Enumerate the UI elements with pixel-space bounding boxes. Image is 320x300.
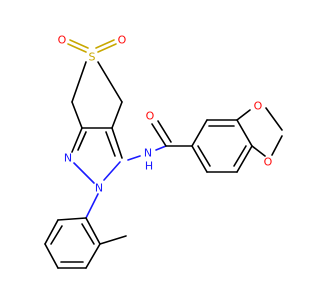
bond-aryl-5: [85, 243, 101, 269]
bond-bz-4: [236, 145, 253, 173]
atom-sulfur: S: [89, 51, 96, 64]
bond-ch2-c6a: [111, 101, 123, 129]
bond-c3a-n2: [71, 127, 83, 153]
bond-bz-6-double: [197, 145, 211, 167]
bond-n1-aryl: [85, 193, 99, 219]
bond-aryl-2: [44, 219, 59, 245]
svg-text:O: O: [254, 100, 263, 113]
molecule-diagram: S O O N N N H O O O: [44, 34, 283, 269]
bond-s-o-right-b: [95, 39, 115, 49]
atom-amide-nitrogen: N H: [144, 147, 153, 173]
bond-ch2-c3a: [71, 101, 83, 129]
atom-sulfone-oxygen-right: O: [118, 34, 127, 47]
bond-o-ch2-bottom: [271, 135, 283, 156]
bond-o-ch2-top: [265, 107, 283, 131]
atom-sulfone-oxygen-left: O: [58, 34, 67, 47]
bond-c3a-n2-double: [77, 131, 87, 151]
bond-aryl-1: [57, 217, 87, 221]
bond-ch2-left-s: [71, 61, 87, 103]
svg-text:H: H: [145, 160, 153, 173]
bond-c6a-c3-double: [105, 131, 116, 157]
svg-text:O: O: [58, 34, 67, 47]
bond-bz-3: [236, 119, 253, 147]
bond-aryl-3: [44, 243, 59, 269]
atom-carbonyl-oxygen: O: [146, 110, 155, 123]
bond-bz-o-bottom: [251, 145, 266, 157]
bond-c6a-c3: [111, 127, 123, 159]
bond-n2-n1: [73, 162, 95, 184]
bond-aryl-2-double: [50, 225, 63, 245]
structure-svg: S O O N N N H O O O: [44, 34, 283, 269]
bond-c3-nh: [127, 155, 141, 161]
svg-text:O: O: [146, 110, 155, 123]
svg-text:O: O: [264, 156, 273, 169]
svg-text:N: N: [144, 147, 152, 160]
bond-s-o-right-a: [97, 43, 117, 53]
bond-aryl-methyl: [99, 235, 127, 245]
bond-aryl-6-double: [81, 223, 95, 245]
svg-text:S: S: [89, 51, 96, 64]
bond-co: [151, 123, 167, 147]
atom-pyrazole-n1: N: [95, 182, 103, 195]
bond-s-o-left-a: [67, 43, 87, 53]
bond-co-double: [157, 120, 172, 143]
bond-bz-1: [191, 119, 208, 147]
bond-s-o-left-b: [69, 39, 89, 49]
bond-aryl-6: [85, 217, 101, 245]
bond-n1-c3: [103, 161, 121, 181]
bond-nh-co: [155, 145, 167, 151]
atom-dioxole-oxygen-bottom: O: [264, 156, 273, 169]
atom-pyrazole-n2: N: [64, 152, 72, 165]
bond-bz-o-top: [236, 109, 251, 121]
bond-bz-4-double: [233, 145, 247, 167]
bond-bz-6: [191, 145, 208, 173]
bond-s-ch2-right: [97, 61, 123, 103]
svg-text:N: N: [64, 152, 72, 165]
svg-text:N: N: [95, 182, 103, 195]
atom-dioxole-oxygen-top: O: [254, 100, 263, 113]
svg-text:O: O: [118, 34, 127, 47]
